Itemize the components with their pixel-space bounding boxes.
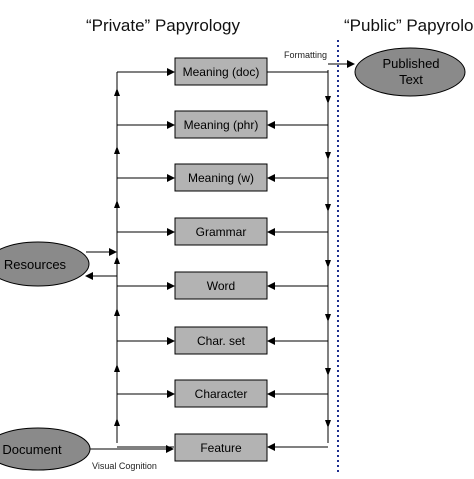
published-label-line1: Published: [382, 56, 439, 71]
box-label: Word: [207, 279, 235, 293]
box-label: Meaning (w): [188, 171, 254, 185]
document-node: Document: [0, 427, 91, 471]
right-line-arrowheads: [325, 96, 331, 428]
box-meaning-w: Meaning (w): [174, 163, 268, 192]
connectors: [117, 60, 355, 451]
box-label: Character: [195, 387, 248, 401]
public-papyrology-heading: “Public” Papyrolo: [344, 16, 473, 35]
resources-node: Resources: [0, 241, 90, 287]
box-label: Char. set: [197, 334, 246, 348]
box-label: Feature: [200, 441, 242, 455]
box-label: Meaning (doc): [183, 65, 260, 79]
box-label: Meaning (phr): [184, 118, 259, 132]
published-text-node: Published Text: [354, 47, 466, 97]
box-meaning-doc: Meaning (doc): [174, 57, 268, 86]
document-label: Document: [2, 442, 62, 457]
level-boxes: Meaning (doc) Meaning (phr) Meaning (w) …: [174, 57, 268, 462]
box-meaning-phr: Meaning (phr): [174, 110, 268, 139]
box-character: Character: [174, 379, 268, 408]
left-line-arrowheads: [114, 88, 120, 426]
box-word: Word: [174, 271, 268, 300]
visual-cognition-label: Visual Cognition: [92, 461, 157, 471]
resources-label: Resources: [4, 257, 67, 272]
private-papyrology-heading: “Private” Papyrology: [86, 16, 241, 35]
box-grammar: Grammar: [174, 217, 268, 246]
published-label-line2: Text: [399, 72, 423, 87]
box-label: Grammar: [196, 225, 247, 239]
box-feature: Feature: [174, 433, 268, 462]
box-char-set: Char. set: [174, 326, 268, 355]
formatting-label: Formatting: [284, 50, 327, 60]
